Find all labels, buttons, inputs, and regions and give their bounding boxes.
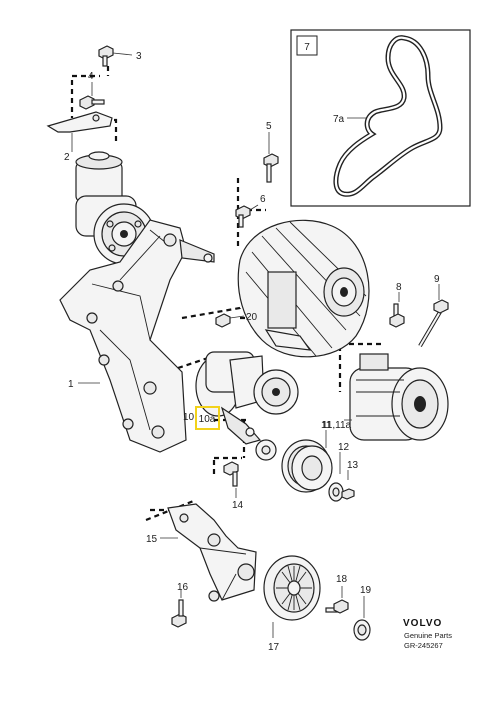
bolt-16: 16 bbox=[171, 582, 189, 628]
cap-19: 19 bbox=[353, 585, 372, 641]
washer-12 bbox=[328, 482, 344, 502]
callout-10: 10 bbox=[183, 412, 195, 423]
idler-pulley bbox=[281, 439, 333, 493]
callout-11: 11 bbox=[321, 420, 332, 431]
callout-6: 6 bbox=[260, 194, 266, 205]
callout-15: 15 bbox=[146, 534, 158, 545]
callout-12: 12 bbox=[338, 442, 350, 453]
idler-small bbox=[255, 439, 277, 461]
bracket-15 bbox=[167, 503, 257, 602]
belt-tensioner bbox=[195, 351, 299, 445]
belt-inset: 7 7a bbox=[290, 29, 471, 207]
brand-subtitle: Genuine Parts bbox=[404, 631, 452, 640]
callout-9: 9 bbox=[434, 274, 440, 285]
callout-1: 1 bbox=[68, 379, 74, 390]
bolt-18: 18 bbox=[325, 574, 349, 614]
bolt-5: 5 bbox=[263, 121, 279, 183]
callout-3: 3 bbox=[136, 51, 142, 62]
callout-5: 5 bbox=[266, 121, 272, 132]
bolt-20: 20 bbox=[215, 312, 258, 328]
callout-8: 8 bbox=[396, 282, 402, 293]
alternator bbox=[237, 219, 370, 358]
callout-17: 17 bbox=[268, 642, 280, 653]
bolt-6: 6 bbox=[235, 194, 266, 228]
callout-7: 7 bbox=[304, 42, 310, 53]
bolt-8: 8 bbox=[389, 282, 405, 328]
bolt-13: 13 bbox=[341, 460, 359, 500]
main-bracket-1 bbox=[59, 219, 215, 453]
callout-11-11a: 11,11a bbox=[322, 420, 352, 431]
bracket-2 bbox=[46, 111, 113, 133]
brand-block: VOLVO Genuine Parts GR-245267 bbox=[403, 618, 452, 650]
callout-20: 20 bbox=[246, 312, 258, 323]
callout-14: 14 bbox=[232, 500, 244, 511]
callout-2: 2 bbox=[64, 152, 70, 163]
brand-name: VOLVO bbox=[403, 618, 442, 629]
callout-13: 13 bbox=[347, 460, 359, 471]
callout-18: 18 bbox=[336, 574, 348, 585]
ac-compressor bbox=[349, 353, 449, 441]
brand-ref: GR-245267 bbox=[404, 641, 443, 650]
callout-10a: 10a bbox=[199, 414, 216, 425]
power-steering-pump bbox=[75, 151, 155, 265]
bolt-3: 3 bbox=[98, 45, 142, 67]
callout-16: 16 bbox=[177, 582, 189, 593]
bolt-9: 9 bbox=[418, 274, 449, 348]
bolt-4 bbox=[79, 95, 105, 110]
callout-7a: 7a bbox=[333, 114, 345, 125]
callout-19: 19 bbox=[360, 585, 372, 596]
bolt-14: 14 bbox=[223, 461, 244, 511]
pulley-17 bbox=[263, 555, 321, 621]
callout-10a-highlight bbox=[195, 406, 220, 430]
